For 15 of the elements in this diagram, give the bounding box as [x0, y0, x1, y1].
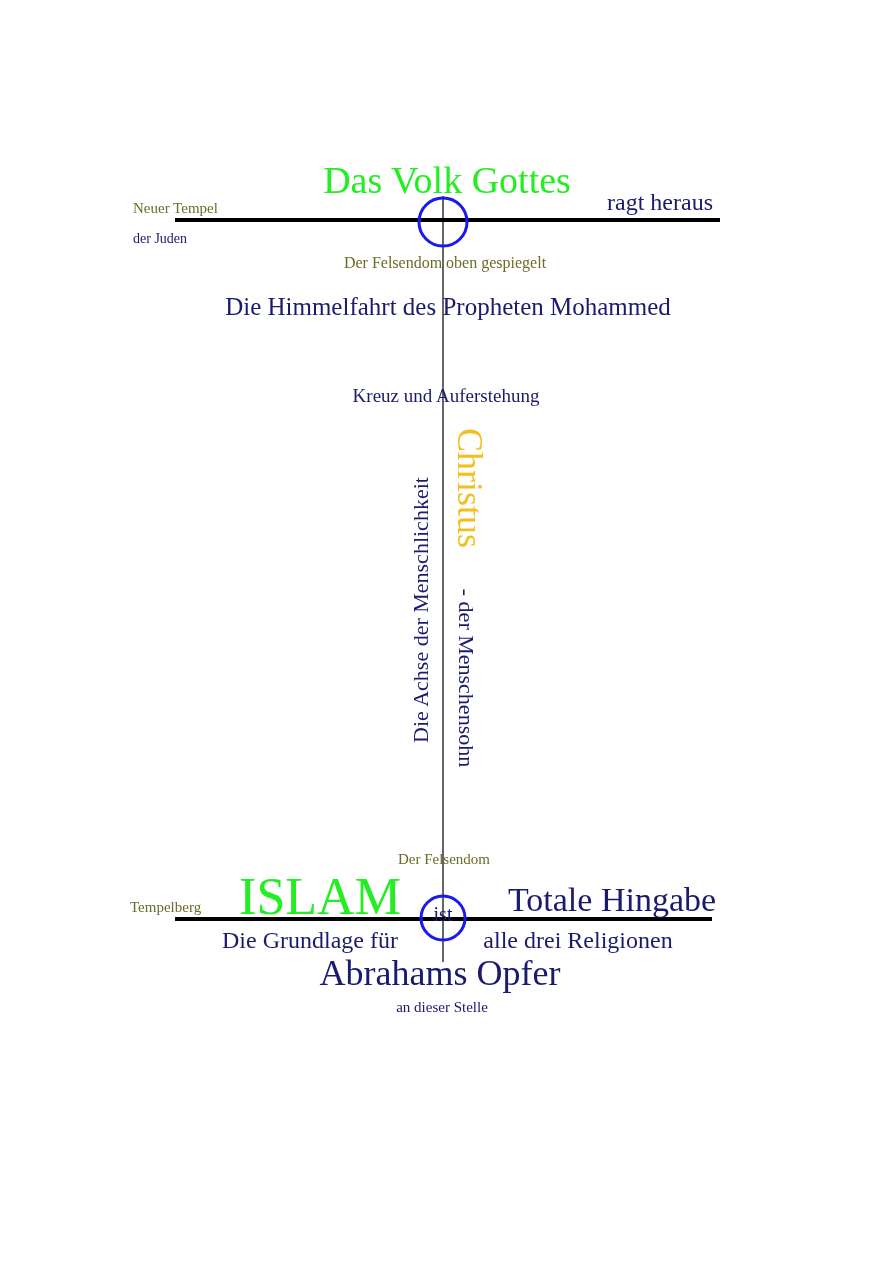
text-label: der Juden [133, 232, 188, 246]
heading-text: Abrahams Opfer [319, 955, 561, 991]
vertical-text: - der Menschensohn [455, 588, 477, 768]
heading-text: Totale Hingabe [507, 883, 717, 917]
text-label: alle drei Religionen [483, 928, 673, 952]
heading-text: Das Volk Gottes [323, 161, 571, 199]
vertical-text: Die Achse der Menschlichkeit [410, 477, 432, 743]
text-label: an dieser Stelle [396, 999, 488, 1015]
circle-node [417, 196, 469, 248]
heading-text: ISLAM [239, 871, 401, 923]
text-label: Tempelberg [130, 899, 202, 915]
text-label: ragt heraus [607, 190, 713, 214]
text-label: Die Grundlage für [222, 928, 398, 952]
text-label: Neuer Tempel [133, 200, 218, 216]
vertical-text: Christus [452, 428, 488, 548]
